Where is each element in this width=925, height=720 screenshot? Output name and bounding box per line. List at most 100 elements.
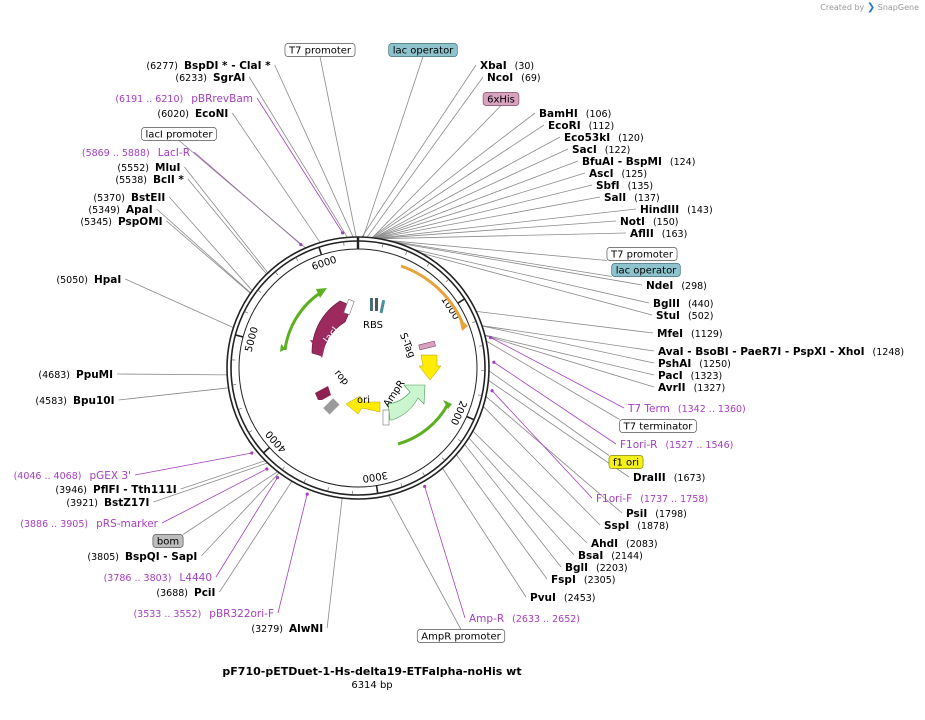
primer-name: pBRrevBam — [191, 93, 253, 105]
leader-line — [481, 325, 655, 364]
enzyme-site-label[interactable]: (5538)BclI * — [115, 174, 184, 186]
enzyme-site-label[interactable]: SalI(137) — [604, 192, 660, 204]
enzyme-site-label[interactable]: (5552)MluI — [117, 162, 180, 174]
leader-line — [490, 337, 625, 409]
enzyme-site-label[interactable]: SspI(1878) — [604, 520, 669, 532]
primer-label[interactable]: pBR322ori-F(3533 .. 3552) — [133, 492, 309, 620]
enzyme-site-label[interactable]: (4683)PpuMI — [38, 369, 113, 381]
primer-label[interactable]: Amp-R(2633 .. 2652) — [423, 484, 580, 625]
feature-box-label[interactable]: 6xHis — [482, 92, 520, 106]
enzyme-site-label[interactable]: BglI(2203) — [565, 562, 628, 574]
enzyme-site-label[interactable]: (3279)AlwNI — [251, 623, 323, 635]
ruler-minor-tick — [327, 487, 329, 492]
leader-line — [231, 112, 321, 243]
primer-range: (3533 .. 3552) — [133, 609, 201, 620]
enzyme-site-label[interactable]: AvrII(1327) — [658, 382, 725, 394]
feature-box-label[interactable]: f1 ori — [608, 455, 644, 469]
enzyme-site-label[interactable]: (5349)ApaI — [88, 204, 152, 216]
enzyme-site-label[interactable]: BglII(440) — [653, 298, 713, 310]
enzyme-site-label[interactable]: FspI(2305) — [551, 574, 615, 586]
primer-label[interactable]: T7 Term(1342 .. 1360) — [488, 335, 746, 415]
plasmid-length: 6314 bp — [351, 680, 392, 691]
enzyme-site-label[interactable]: SbfI(135) — [596, 180, 653, 192]
primer-binding-mark — [423, 484, 427, 489]
ruler-minor-tick — [426, 262, 430, 267]
primer-name: pGEX 3' — [89, 470, 131, 482]
feature-box-label[interactable]: bom — [152, 534, 184, 548]
enzyme-position: (6233) — [175, 73, 207, 84]
enzyme-site-label[interactable]: Eco53kI(120) — [564, 132, 644, 144]
enzyme-site-label[interactable]: BamHI(106) — [539, 108, 611, 120]
enzyme-site-label[interactable]: NotI(150) — [620, 216, 678, 228]
leader-line — [484, 335, 655, 388]
feature-box-label[interactable]: T7 terminator — [619, 419, 697, 433]
primer-binding-mark — [250, 451, 254, 455]
feature-box-label[interactable]: lac operator — [388, 43, 458, 57]
primer-label[interactable]: F1ori-R(1527 .. 1546) — [492, 360, 733, 451]
feature-box-label[interactable]: AmpR promoter — [416, 629, 506, 643]
feature-box-label[interactable]: lac operator — [611, 263, 681, 277]
enzyme-site-label[interactable]: AvaI - BsoBI - PaeR7I - PspXI - XhoI(124… — [658, 346, 904, 358]
ruler-minor-tick — [472, 321, 477, 324]
primer-label[interactable]: LacI-R(5869 .. 5888) — [82, 147, 303, 247]
enzyme-site-label[interactable]: PshAI(1250) — [658, 358, 731, 370]
green-arc-left-tail — [316, 288, 327, 298]
primer-label[interactable]: L4440(3786 .. 3803) — [104, 475, 280, 584]
enzyme-site-label[interactable]: (4583)Bpu10I — [35, 395, 114, 407]
enzyme-site-label[interactable]: HindIII(143) — [640, 204, 713, 216]
leader-line — [464, 444, 562, 568]
enzyme-site-label[interactable]: (6233)SgrAI — [175, 72, 245, 84]
primer-label[interactable]: pRS-marker(3886 .. 3905) — [20, 467, 269, 530]
enzyme-site-label[interactable]: PvuI(2453) — [530, 592, 596, 604]
leader-line — [362, 56, 424, 238]
enzyme-name: PpuMI — [76, 369, 113, 381]
enzyme-site-label[interactable]: MfeI(1129) — [657, 328, 723, 340]
enzyme-site-label[interactable]: (3946)PflFI - Tth111I — [55, 484, 176, 496]
leader-line — [256, 97, 343, 234]
primer-binding-mark — [265, 467, 269, 471]
primer-range: (1737 .. 1758) — [640, 494, 708, 505]
enzyme-site-label[interactable]: (3921)BstZ17I — [66, 497, 149, 509]
enzyme-site-label[interactable]: NcoI(69) — [487, 72, 541, 84]
enzyme-position: (122) — [605, 145, 631, 156]
ruler-tick-label: 1000 — [438, 295, 461, 322]
ruler-minor-tick — [237, 408, 242, 410]
enzyme-site-label[interactable]: (3688)PciI — [156, 587, 215, 599]
feature-label-ori: ori — [357, 395, 370, 406]
primer-label[interactable]: F1ori-F(1737 .. 1758) — [490, 389, 708, 505]
enzyme-site-label[interactable]: (5370)BstEII — [93, 192, 165, 204]
annotation-labels: XbaI(30)NcoI(69) BamHI(106)EcoRI(112)Eco5… — [14, 43, 904, 643]
primer-label[interactable]: pGEX 3'(4046 .. 4068) — [14, 451, 254, 482]
enzyme-site-label[interactable]: BfuAI - BspMI(124) — [582, 156, 695, 168]
enzyme-site-label[interactable]: AflII(163) — [630, 228, 687, 240]
enzyme-site-label[interactable]: EcoRI(112) — [548, 120, 614, 132]
enzyme-site-label[interactable]: AhdI(2083) — [591, 538, 658, 550]
enzyme-site-label[interactable]: DraIII(1673) — [633, 472, 705, 484]
enzyme-site-label[interactable]: StuI(502) — [656, 310, 714, 322]
feature-box-label[interactable]: T7 promoter — [284, 43, 356, 57]
enzyme-site-label[interactable]: NdeI(298) — [646, 280, 707, 292]
enzyme-site-label[interactable]: (3805)BspQI - SapI — [87, 551, 197, 563]
enzyme-site-label[interactable]: PacI(1323) — [658, 370, 722, 382]
feature-box-label[interactable]: T7 promoter — [606, 247, 678, 261]
enzyme-site-label[interactable]: XbaI(30) — [480, 60, 534, 72]
feature-label-rop: rop — [332, 368, 351, 388]
primer-label[interactable]: pBRrevBam(6191 .. 6210) — [115, 93, 345, 235]
enzyme-name: HindIII — [640, 204, 679, 216]
enzyme-site-label[interactable]: SacI (122) — [572, 144, 630, 156]
feature-box-text: 6xHis — [487, 95, 515, 106]
enzyme-name: Eco53kI — [564, 132, 610, 144]
enzyme-site-label[interactable]: PsiI(1798) — [626, 508, 687, 520]
enzyme-name: SacI — [572, 144, 597, 156]
enzyme-site-label[interactable]: (5050)HpaI — [56, 274, 121, 286]
feature-box-label[interactable]: lacI promoter — [141, 127, 217, 141]
enzyme-name: PacI — [658, 370, 683, 382]
enzyme-site-label[interactable]: (5345)PspOMI — [80, 216, 162, 228]
feature-box — [606, 247, 678, 261]
enzyme-site-label[interactable]: (6020)EcoNI — [157, 108, 228, 120]
enzyme-site-label[interactable]: AscI(125) — [589, 168, 647, 180]
enzyme-site-label[interactable]: (6277)BspDI * - ClaI * — [146, 60, 271, 72]
ampR-gene-arrow — [387, 384, 426, 421]
enzyme-site-label[interactable]: BsaI(2144) — [578, 550, 643, 562]
leader-line — [326, 497, 343, 629]
